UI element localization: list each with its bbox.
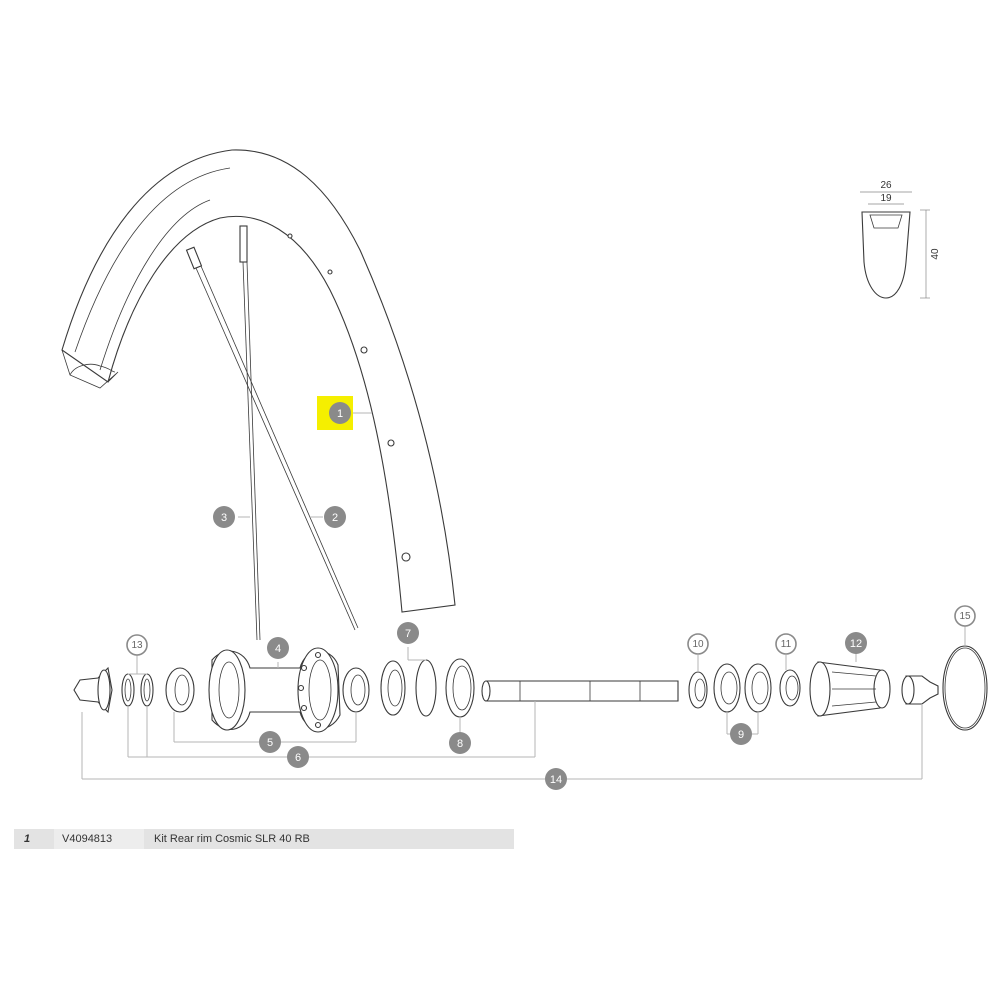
callout-14[interactable]: 14 (545, 768, 567, 790)
callout-7[interactable]: 7 (397, 622, 419, 644)
callout-3-label: 3 (221, 512, 227, 524)
callout-11[interactable]: 11 (775, 633, 797, 655)
callout-15-label: 15 (959, 611, 971, 622)
callout-4[interactable]: 4 (267, 637, 289, 659)
callout-10-label: 10 (692, 639, 704, 650)
callout-12-label: 12 (850, 638, 862, 650)
legend-part-description: Kit Rear rim Cosmic SLR 40 RB (154, 833, 310, 845)
callout-2-label: 2 (332, 512, 338, 524)
callout-10[interactable]: 10 (687, 633, 709, 655)
callout-6-label: 6 (295, 752, 301, 764)
profile-outer-width: 26 (880, 180, 892, 191)
callout-2[interactable]: 2 (324, 506, 346, 528)
profile-height: 40 (930, 248, 941, 260)
callout-8-label: 8 (457, 738, 463, 750)
hub-assembly-drawing (73, 645, 988, 733)
callout-12[interactable]: 12 (845, 632, 867, 654)
callout-6[interactable]: 6 (287, 746, 309, 768)
rim-drawing (61, 149, 456, 613)
legend-part-code: V4094813 (54, 829, 144, 849)
rim-profile-drawing: 26 19 40 (860, 180, 941, 299)
callout-3[interactable]: 3 (213, 506, 235, 528)
callout-9[interactable]: 9 (730, 723, 752, 745)
callout-11-label: 11 (781, 639, 792, 650)
callout-7-label: 7 (405, 628, 411, 640)
parts-legend-row[interactable]: 1 V4094813 Kit Rear rim Cosmic SLR 40 RB (14, 829, 514, 849)
callout-4-label: 4 (275, 643, 281, 655)
callout-9-label: 9 (738, 729, 744, 741)
callout-15[interactable]: 15 (954, 605, 976, 627)
callout-8[interactable]: 8 (449, 732, 471, 754)
spokes-drawing (185, 225, 359, 641)
callout-1-label: 1 (337, 408, 343, 420)
callout-1[interactable]: 1 (329, 402, 351, 424)
callout-5[interactable]: 5 (259, 731, 281, 753)
legend-part-number: 1 (24, 833, 31, 845)
callout-14-label: 14 (550, 774, 562, 786)
callout-5-label: 5 (267, 737, 273, 749)
callout-13[interactable]: 13 (126, 634, 148, 656)
leader-lines (81, 412, 966, 780)
profile-inner-width: 19 (880, 193, 892, 204)
callout-13-label: 13 (131, 640, 143, 651)
